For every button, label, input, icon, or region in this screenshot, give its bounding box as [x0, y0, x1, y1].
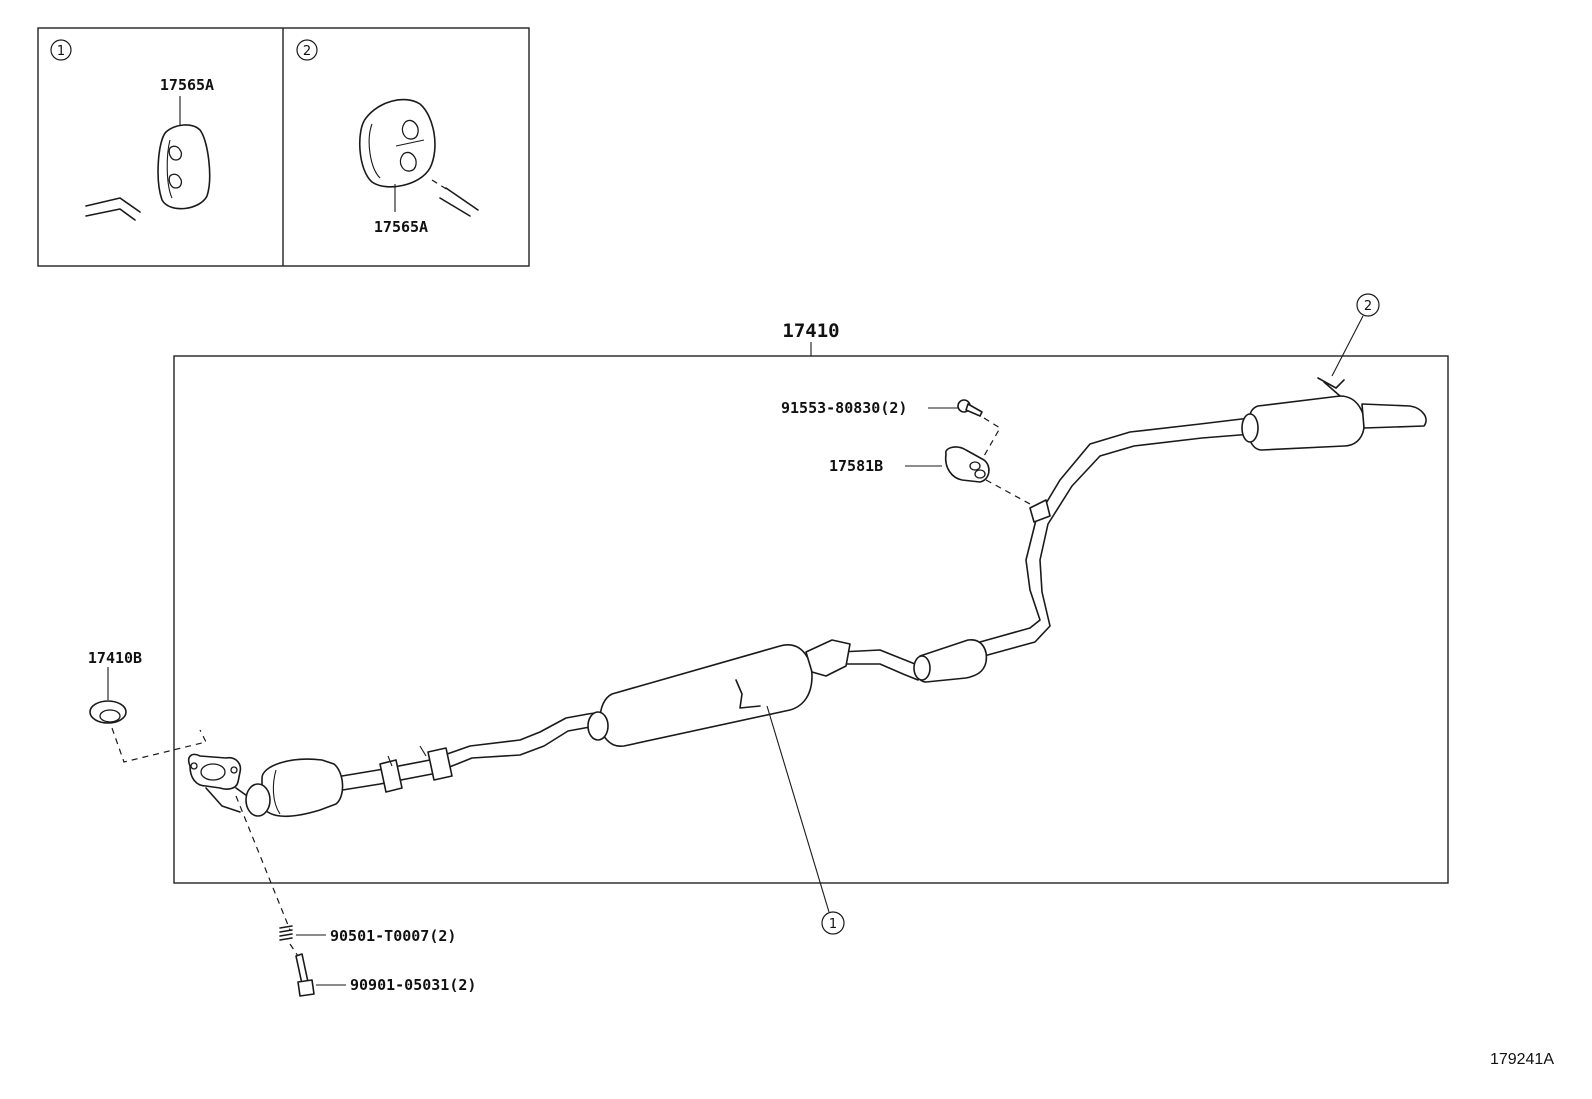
gasket-dash-leader: [111, 727, 207, 763]
center-muffler: [587, 639, 851, 747]
rubber-hanger-icon: [157, 124, 211, 210]
detail-panel-2: 2 17565A: [296, 39, 479, 236]
callout-1-leader: [766, 705, 830, 913]
flange-fasteners: 90501-T0007(2) 90901-05031(2): [235, 795, 476, 997]
callout-2-main-label: 2: [1364, 299, 1372, 314]
part-17410B-label: 17410B: [88, 649, 142, 667]
pipe-stub-1: [85, 197, 141, 213]
exhaust-pipe: [329, 417, 1253, 793]
rubber-hanger-icon: [944, 446, 990, 483]
part-17410-label: 17410: [782, 320, 839, 342]
spring-icon: [279, 925, 293, 941]
callout-circle-1: [50, 39, 72, 61]
hanger-bracket: [1029, 499, 1051, 523]
pipe-bracket: [379, 745, 453, 793]
callout-circle-1-main: [821, 911, 845, 935]
gasket-ring-icon: [89, 700, 127, 724]
panel-1-part-number: 17565A: [160, 76, 214, 94]
bolt-top-dash: [983, 417, 1001, 457]
bolt-icon: [957, 399, 983, 417]
drawing-code: 179241A: [1490, 1051, 1554, 1068]
callout-2-label: 2: [303, 44, 311, 59]
callout-circle-2: [296, 39, 318, 61]
part-90501-T0007-label: 90501-T0007(2): [330, 927, 456, 945]
pipe-stub-2: [445, 187, 479, 211]
front-flange: [187, 753, 251, 813]
part-91553-80830-label: 91553-80830(2): [781, 399, 907, 417]
detail-panel-1: 1 17565A: [50, 39, 214, 221]
part-17581B-label: 17581B: [829, 457, 883, 475]
callout-circle-2-main: [1356, 293, 1380, 317]
sub-muffler: [913, 639, 988, 683]
bolt-icon: [295, 953, 315, 997]
rubber-hanger-icon: [358, 98, 436, 188]
detail-inset: 1 17565A 2: [37, 27, 530, 267]
hanger-dash: [985, 479, 1031, 505]
callout-2-leader: [1331, 315, 1364, 377]
part-90901-05031-label: 90901-05031(2): [350, 976, 476, 994]
fastener-dash-leader: [235, 795, 291, 931]
main-assembly: 17410: [88, 293, 1449, 935]
callout-1-label: 1: [57, 44, 65, 59]
callout-1-main-label: 1: [829, 917, 837, 932]
catalytic-converter: [245, 758, 344, 818]
main-muffler: [1241, 377, 1427, 451]
panel-2-part-number: 17565A: [374, 218, 428, 236]
